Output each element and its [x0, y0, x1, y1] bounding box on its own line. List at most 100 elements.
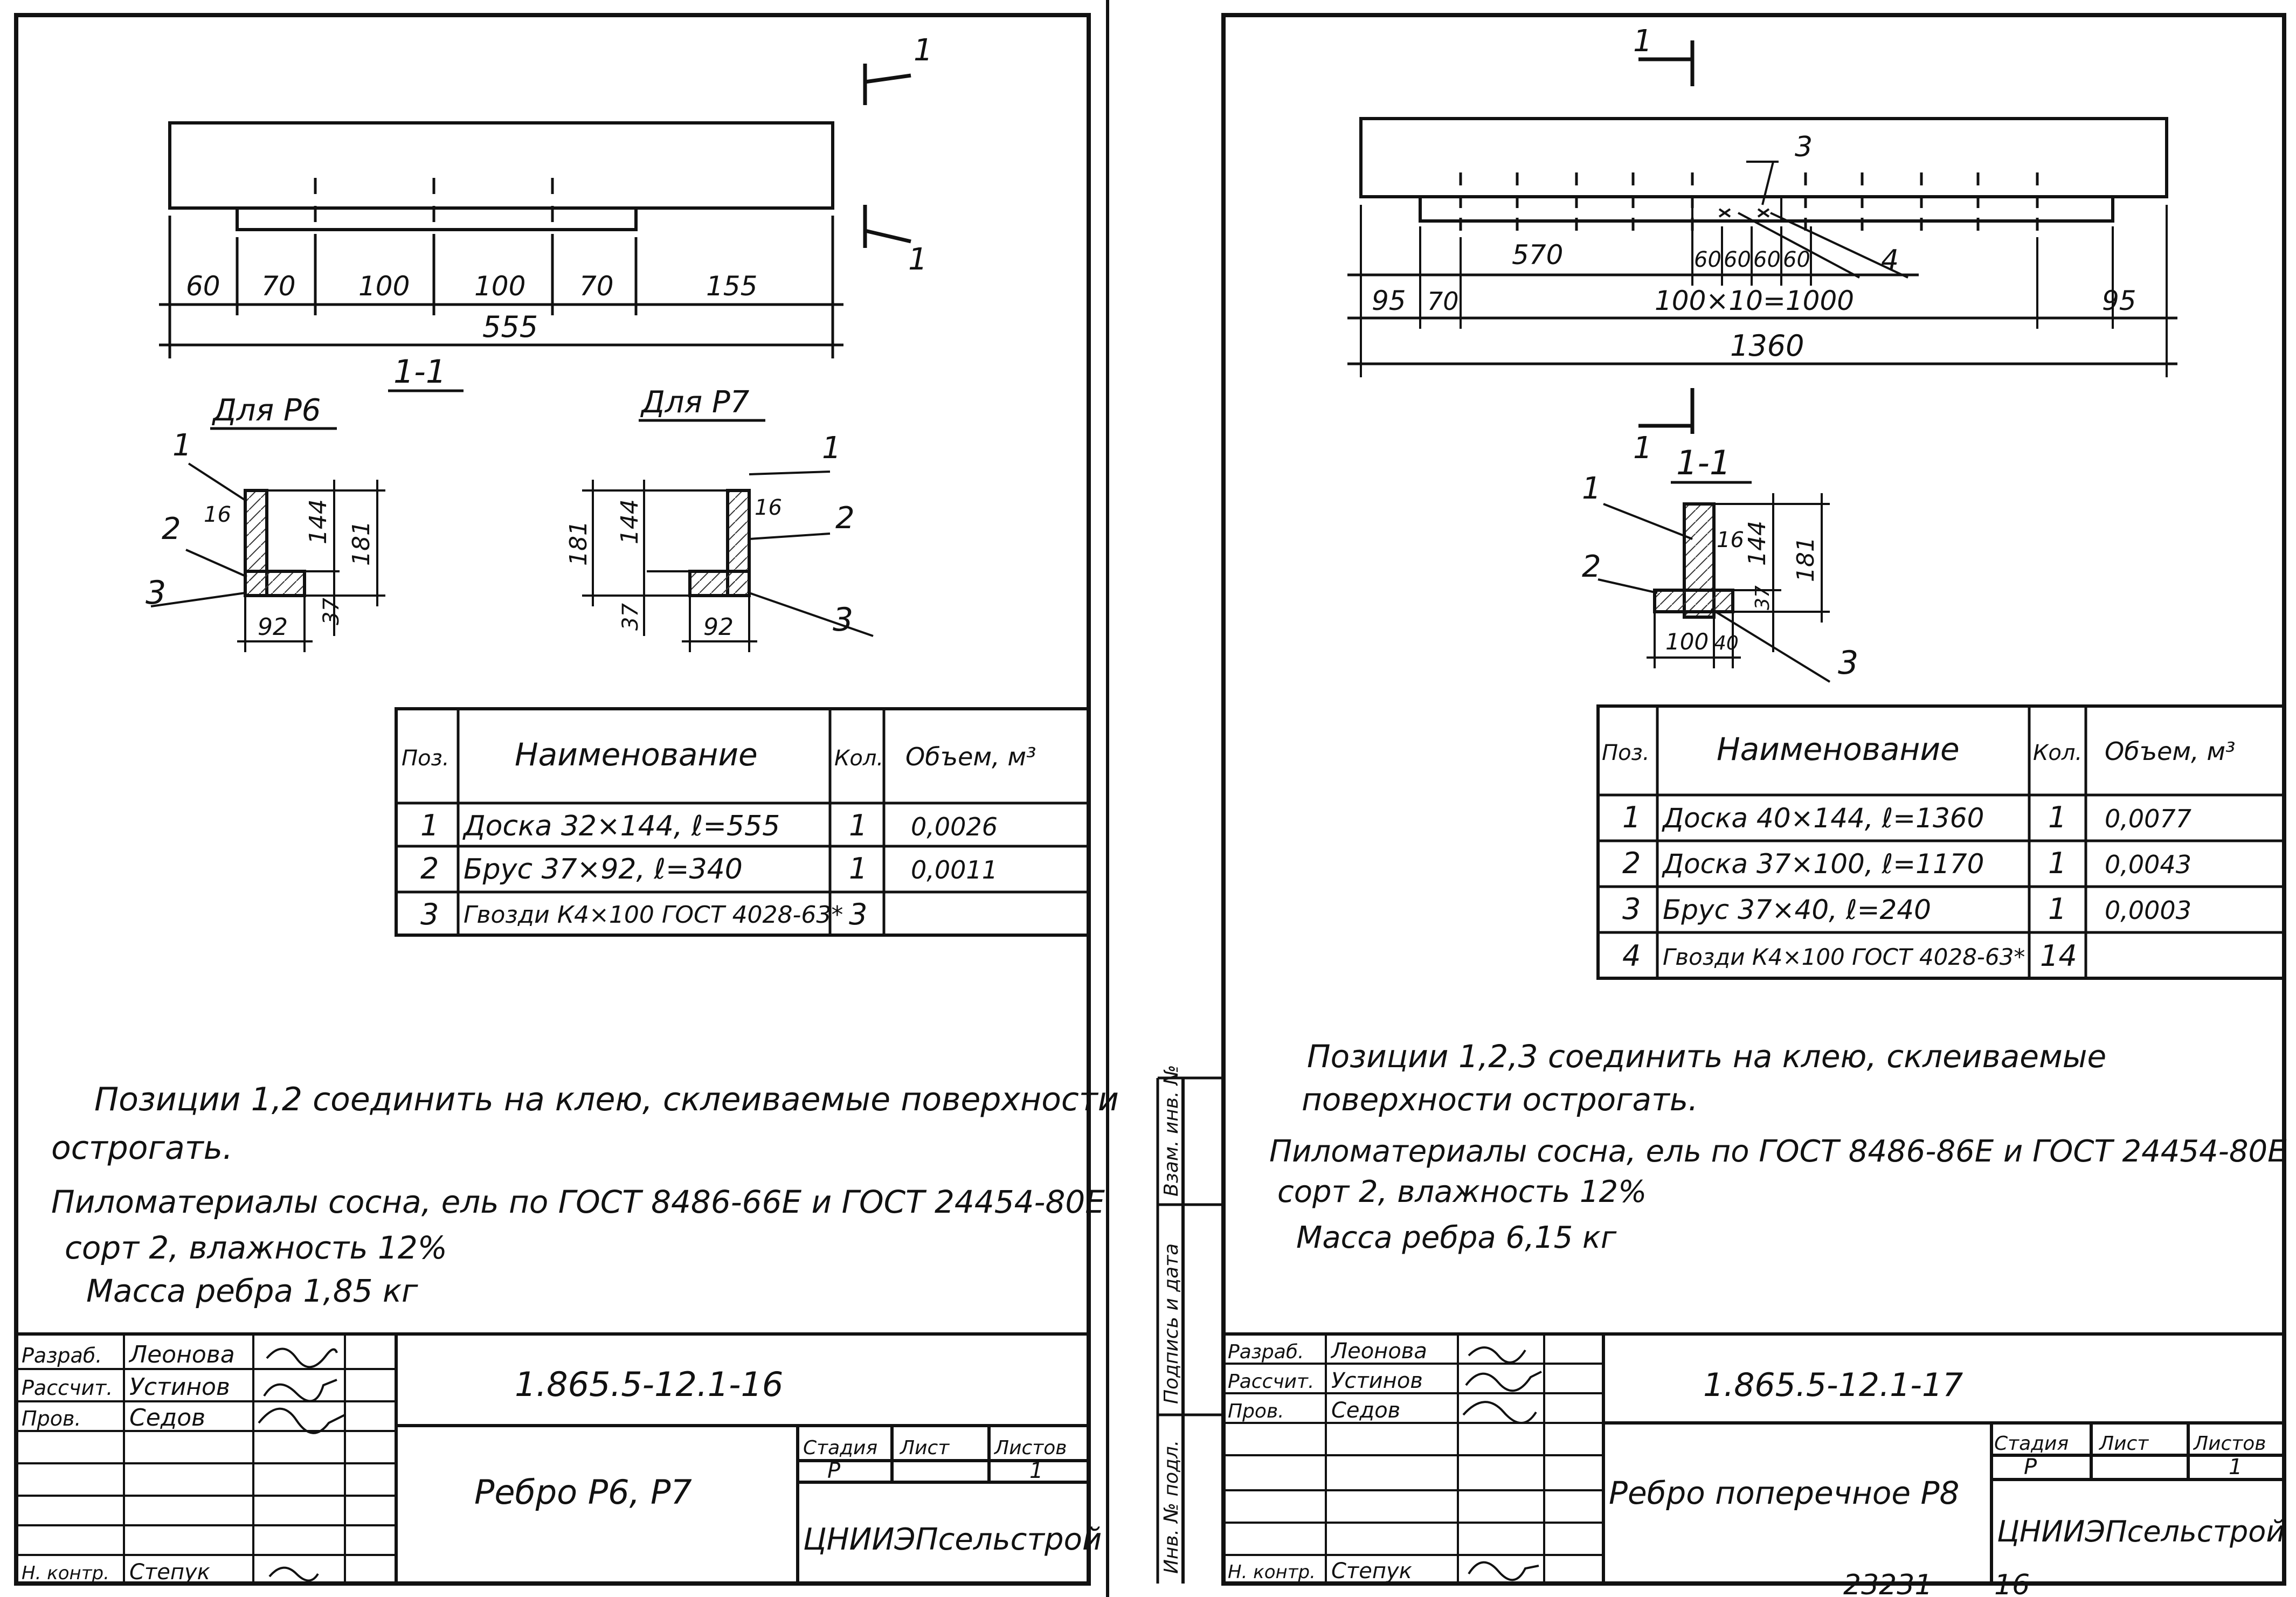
left-sheets-value: 1: [1029, 1458, 1043, 1483]
left-variant-p7-label: Для Р7: [640, 385, 750, 420]
p7-dim-37: 37: [618, 603, 643, 631]
right-main-board: [1359, 117, 2168, 198]
right-dim-570: 570: [1512, 239, 1563, 271]
right-stamp-inventory: Инв. № подл.: [1160, 1440, 1182, 1574]
section-p6: 1 2 3 16 144 181 92 37: [146, 428, 385, 652]
right-section: 1-1 1 2 3 16 144 181: [1582, 443, 1858, 683]
left-row3-name: Гвозди К4×100 ГОСТ 4028-63*: [464, 901, 843, 929]
right-note-3: Пиломатериалы сосна, ель по ГОСТ 8486-86…: [1269, 1134, 2287, 1169]
left-name-norm-control: Степук: [129, 1560, 210, 1585]
left-dim-100a: 100: [358, 271, 410, 302]
right-dim-70: 70: [1427, 287, 1459, 316]
right-row2-pos: 2: [1622, 846, 1641, 880]
p7-label-2: 2: [835, 501, 855, 536]
r-sec-dim-37: 37: [1752, 585, 1774, 610]
left-row2-qty: 1: [849, 852, 867, 886]
right-row2-name: Доска 37×100, ℓ=1170: [1662, 848, 1984, 880]
p7-dim-144: 144: [616, 499, 644, 544]
p7-dims: [582, 471, 874, 652]
left-stage-label: Стадия: [803, 1437, 877, 1459]
p6-bar: [244, 570, 306, 597]
r-sec-dim-16: 16: [1717, 528, 1744, 552]
left-part-name: Ребро Р6, Р7: [474, 1472, 692, 1512]
left-main-board: [168, 121, 834, 210]
right-sheets-label: Листов: [2193, 1433, 2266, 1455]
right-row3-qty: 1: [2048, 892, 2066, 926]
right-section-marker-bottom: [1638, 388, 1695, 434]
right-section-label-top: 1: [1633, 24, 1652, 59]
right-note-5: Масса ребра 6,15 кг: [1296, 1220, 1617, 1255]
right-signature-1: [1468, 1346, 1526, 1364]
left-role-calculator: Рассчит.: [22, 1376, 113, 1400]
left-dim-60: 60: [186, 271, 220, 302]
p7-label-1: 1: [822, 431, 841, 466]
left-role-developer: Разраб.: [22, 1344, 102, 1367]
r-sec-label-1: 1: [1582, 471, 1601, 506]
left-dim-155: 155: [706, 271, 757, 302]
left-note-2: острогать.: [51, 1129, 233, 1167]
right-dim-60b: 60: [1724, 247, 1751, 272]
left-section-label-bottom: 1: [908, 242, 928, 277]
p6-dim-181: 181: [348, 521, 375, 566]
left-name-checker: Седов: [129, 1404, 205, 1432]
left-name-calculator: Устинов: [129, 1373, 230, 1401]
left-note-5: Масса ребра 1,85 кг: [86, 1273, 418, 1309]
p6-dims: [150, 462, 385, 652]
right-side-stamp: Инв. № подл. Подпись и дата Взам. инв. №: [1156, 1065, 1223, 1584]
right-row4-pos: 4: [1622, 939, 1641, 973]
left-signature-4: [268, 1566, 319, 1582]
left-sheet-label: Лист: [899, 1437, 950, 1459]
r-sec-label-2: 2: [1582, 549, 1601, 584]
p6-label-2: 2: [162, 511, 181, 547]
right-th-name: Наименование: [1717, 731, 1960, 768]
left-th-pos: Поз.: [402, 746, 449, 771]
p6-label-3: 3: [146, 574, 166, 612]
left-variant-p6-label: Для Р6: [211, 393, 321, 428]
p7-dim-92: 92: [703, 613, 734, 641]
right-dim-95a: 95: [1372, 285, 1406, 316]
p7-dim-181: 181: [565, 521, 592, 566]
left-row1-name: Доска 32×144, ℓ=555: [462, 810, 780, 842]
left-row2-name: Брус 37×92, ℓ=340: [464, 853, 743, 886]
right-row2-qty: 1: [2048, 846, 2066, 880]
right-row4-name: Гвозди К4×100 ГОСТ 4028-63*: [1663, 944, 2025, 970]
left-section-marker-top: [863, 64, 911, 105]
right-name-developer: Леонова: [1330, 1339, 1427, 1364]
left-dim-70b: 70: [579, 271, 614, 302]
right-row3-name: Брус 37×40, ℓ=240: [1663, 894, 1931, 925]
right-row1-pos: 1: [1622, 800, 1641, 834]
p6-dim-16: 16: [204, 502, 231, 527]
left-th-name: Наименование: [515, 736, 758, 773]
right-th-pos: Поз.: [1602, 741, 1650, 765]
left-dim-100b: 100: [474, 271, 525, 302]
right-role-checker: Пров.: [1228, 1400, 1284, 1422]
right-name-norm-control: Степук: [1331, 1559, 1412, 1584]
left-dim-70a: 70: [261, 271, 296, 302]
left-nail-lines: [314, 178, 554, 237]
left-row1-vol: 0,0026: [911, 812, 998, 841]
left-dim-extensions: [168, 216, 834, 358]
right-pos3-label: 3: [1795, 131, 1813, 163]
left-spec-table: Поз. Наименование Кол. Объем, м³ 1 Доска…: [395, 707, 1090, 937]
right-row2-vol: 0,0043: [2105, 850, 2191, 879]
r-sec-dim-181: 181: [1792, 537, 1820, 582]
right-row1-vol: 0,0077: [2105, 804, 2191, 833]
r-sec-dim-144: 144: [1744, 521, 1771, 566]
right-role-developer: Разраб.: [1228, 1341, 1304, 1363]
p6-dim-144: 144: [305, 499, 332, 544]
right-sheet: Инв. № подл. Подпись и дата Взам. инв. №: [1156, 13, 2287, 1597]
left-signature-3: [258, 1407, 345, 1434]
p7-label-3: 3: [833, 601, 853, 639]
left-name-developer: Леонова: [128, 1341, 235, 1368]
r-sec-dim-100: 100: [1665, 628, 1709, 655]
r-sec-plank: [1653, 589, 1734, 613]
right-org-name: ЦНИИЭПсельстрой: [1997, 1515, 2285, 1548]
r-sec-dims: [1597, 493, 1831, 683]
left-row1-qty: 1: [849, 808, 867, 842]
right-dim-60c: 60: [1753, 247, 1781, 272]
left-section-label-top: 1: [914, 33, 933, 68]
left-sheet: 1 1 60 70 100 100 70 155 555: [14, 13, 1119, 1586]
right-stage-label: Стадия: [1994, 1433, 2069, 1455]
p7-dim-16: 16: [755, 495, 782, 520]
